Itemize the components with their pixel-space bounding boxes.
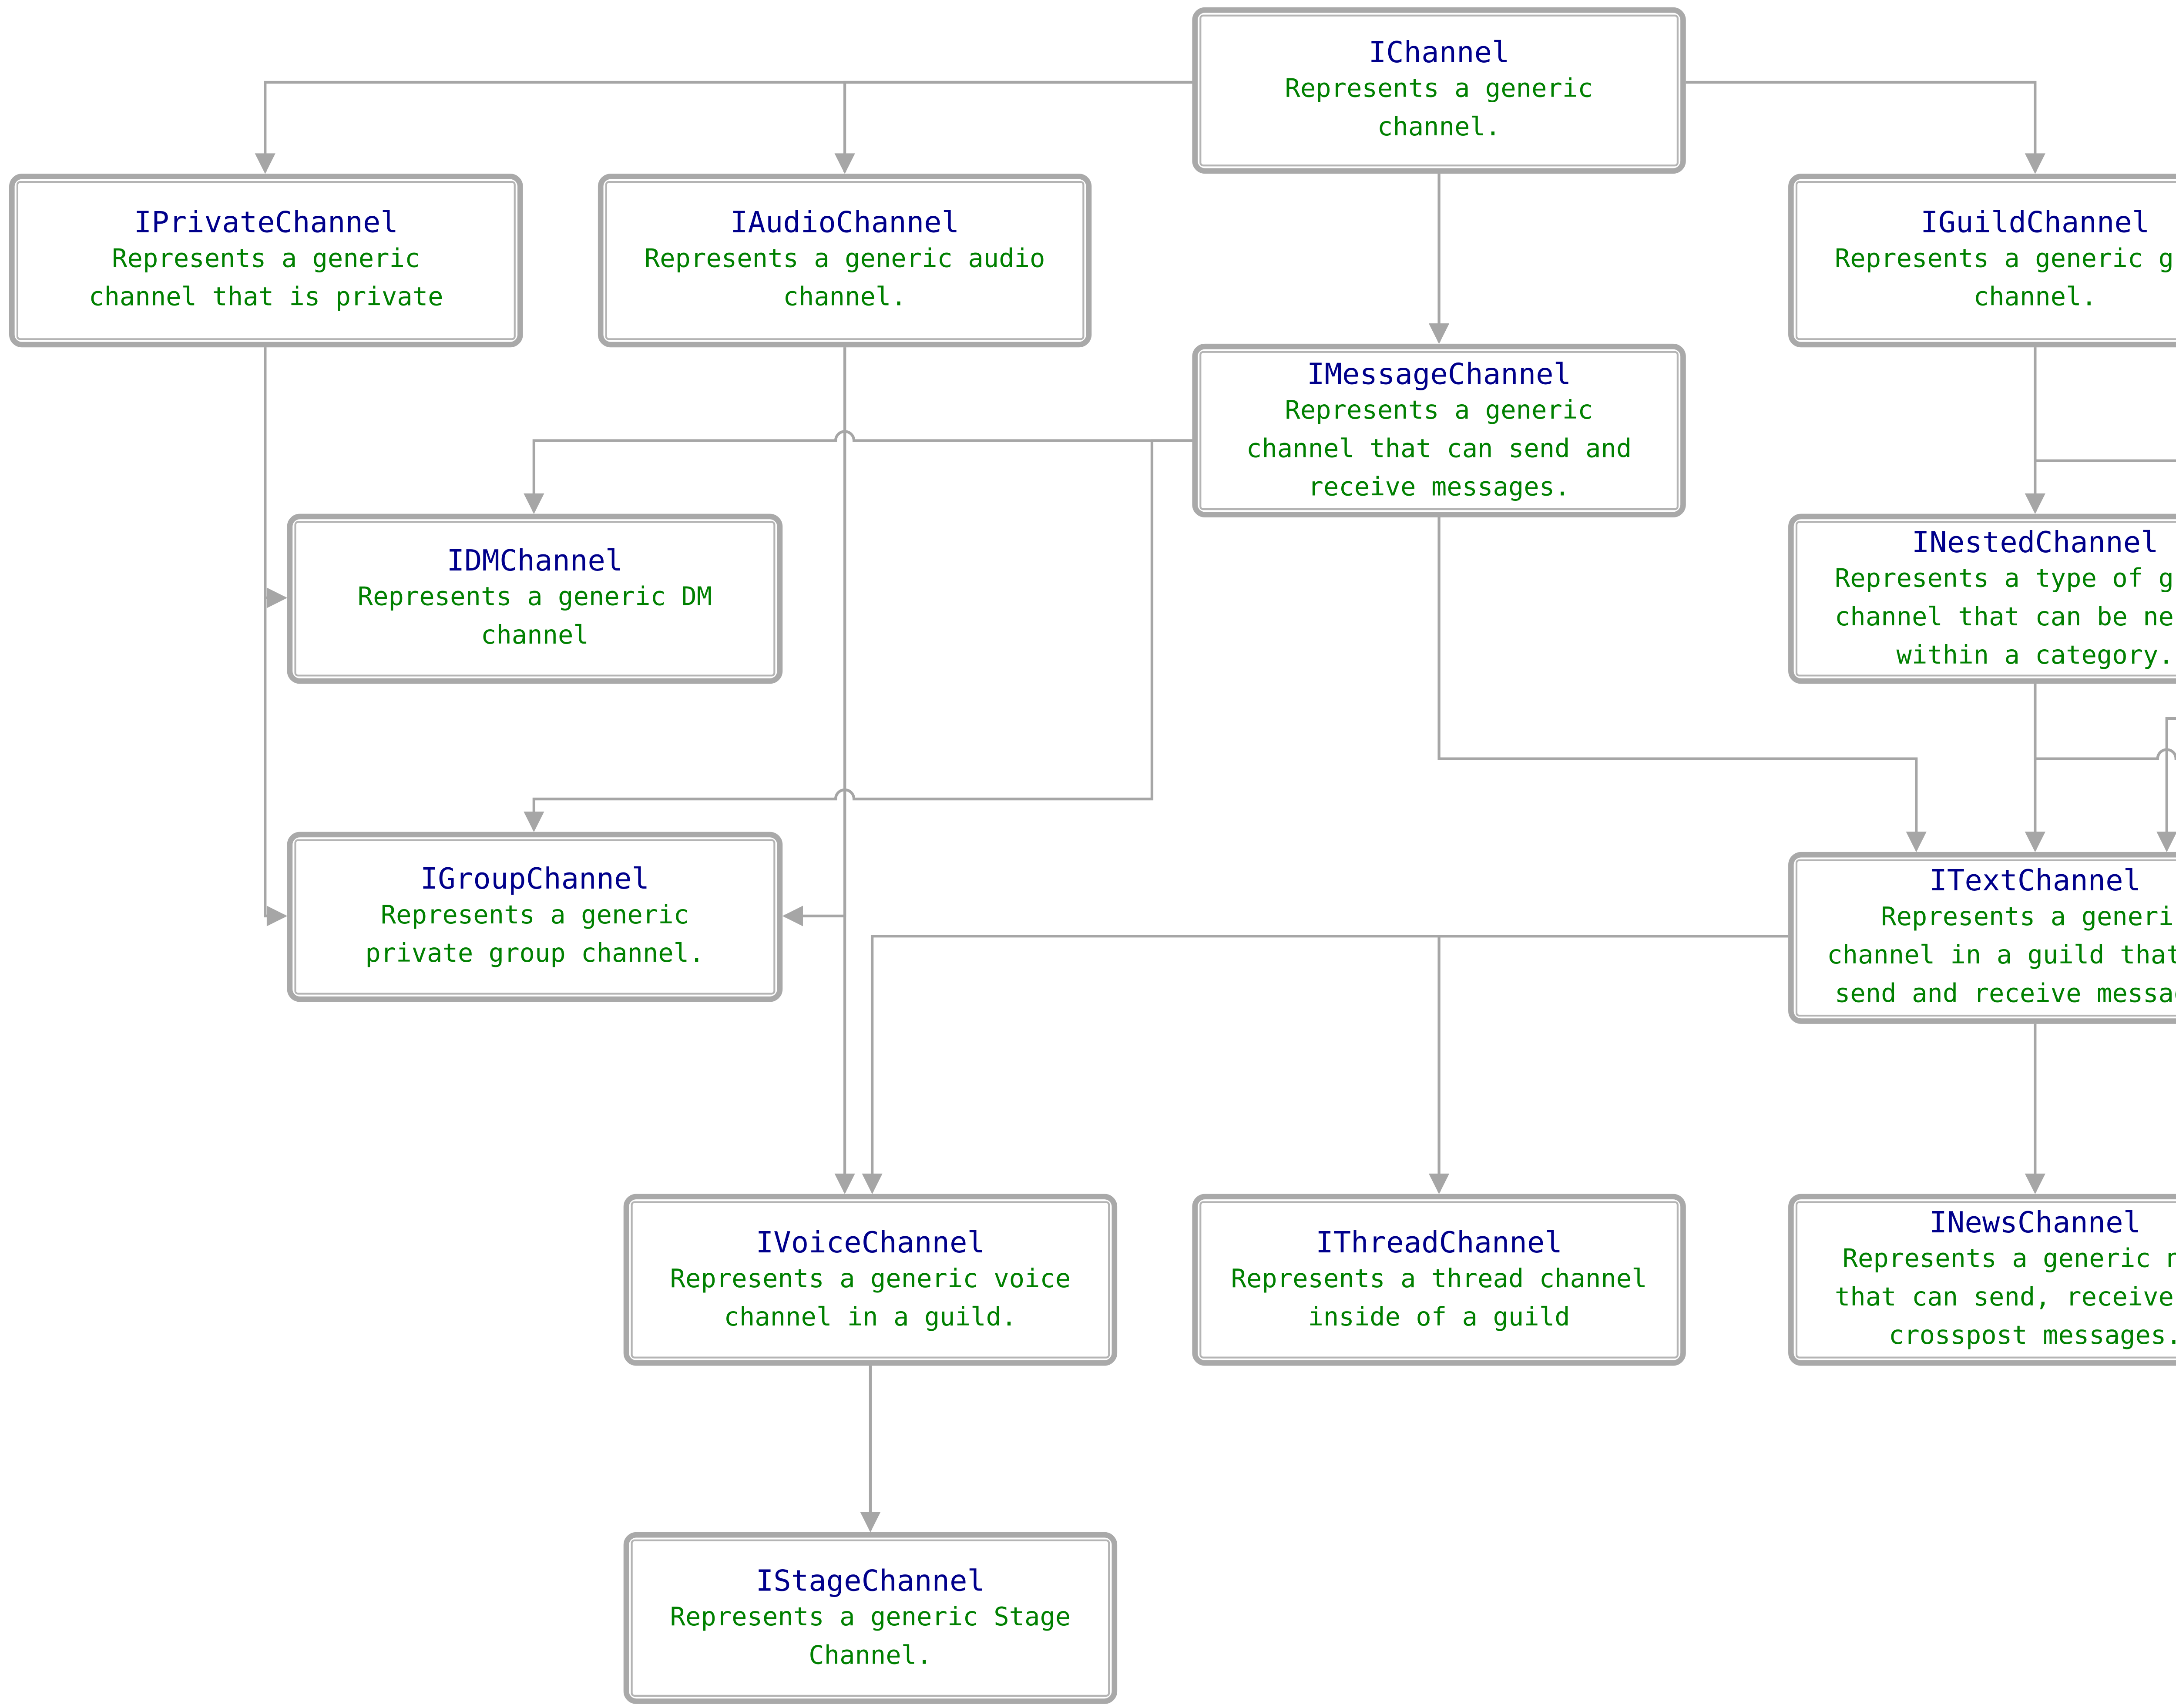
edge-iprivatechannel-to-igroupchannel xyxy=(264,347,288,926)
node-description: Represents a generic channel that is pri… xyxy=(89,245,443,313)
node-description: Represents a generic guild channel. xyxy=(1834,245,2176,313)
node-title: IThreadChannel xyxy=(1316,1224,1562,1259)
node-title: IChannel xyxy=(1368,34,1510,70)
node-title: IPrivateChannel xyxy=(134,205,398,240)
node-title: IAudioChannel xyxy=(730,205,960,240)
edge-itextchannel-to-ivoicechannel xyxy=(862,935,1789,1195)
edge-ichannel-to-iguildchannel xyxy=(1686,81,2045,174)
node-description: Represents a thread channel inside of a … xyxy=(1231,1264,1647,1332)
edge-iguildchannel-to-iintegrationchannel xyxy=(2034,347,2176,462)
node-description: Represents a generic audio channel. xyxy=(644,245,1045,313)
edge-imessagechannel-to-itextchannel xyxy=(1437,517,1927,852)
edge-itextchannel-to-ithreadchannel xyxy=(1428,935,1789,1195)
edge-imessagechannel-to-idmchannel xyxy=(524,430,1192,514)
node-title: IStageChannel xyxy=(756,1562,985,1597)
node-title: ITextChannel xyxy=(1929,863,2141,898)
node-description: Represents a generic news that can send,… xyxy=(1834,1245,2176,1351)
edge-inestedchannel-to-iforumchannel xyxy=(2034,684,2176,760)
node-title: INestedChannel xyxy=(1911,523,2159,559)
node-description: Represents a generic channel in a guild … xyxy=(1827,903,2176,1010)
edge-ichannel-to-iaudiochannel xyxy=(834,81,1192,174)
node-title: IGuildChannel xyxy=(1921,205,2150,240)
edge-ichannel-to-iprivatechannel xyxy=(255,81,1192,174)
node-title: IDMChannel xyxy=(447,543,623,578)
node-description: Represents a generic voice channel in a … xyxy=(670,1264,1071,1332)
edge-iprivatechannel-to-idmchannel xyxy=(264,347,288,608)
edge-iintegrationchannel-to-itextchannel xyxy=(2156,717,2176,852)
node-description: Represents a type of guild channel that … xyxy=(1834,564,2176,670)
node-title: IVoiceChannel xyxy=(756,1224,985,1259)
node-description: Represents a generic Stage Channel. xyxy=(670,1602,1071,1671)
node-title: INewsChannel xyxy=(1929,1205,2141,1240)
edge-iaudiochannel-to-igroupchannel xyxy=(782,347,846,926)
node-description: Represents a generic DM channel xyxy=(357,583,712,651)
node-description: Represents a generic private group chann… xyxy=(365,901,705,969)
node-description: Represents a generic channel. xyxy=(1285,75,1593,143)
node-title: IGroupChannel xyxy=(420,861,649,896)
node-description: Represents a generic channel that can se… xyxy=(1246,396,1632,502)
node-title: IMessageChannel xyxy=(1307,356,1572,391)
